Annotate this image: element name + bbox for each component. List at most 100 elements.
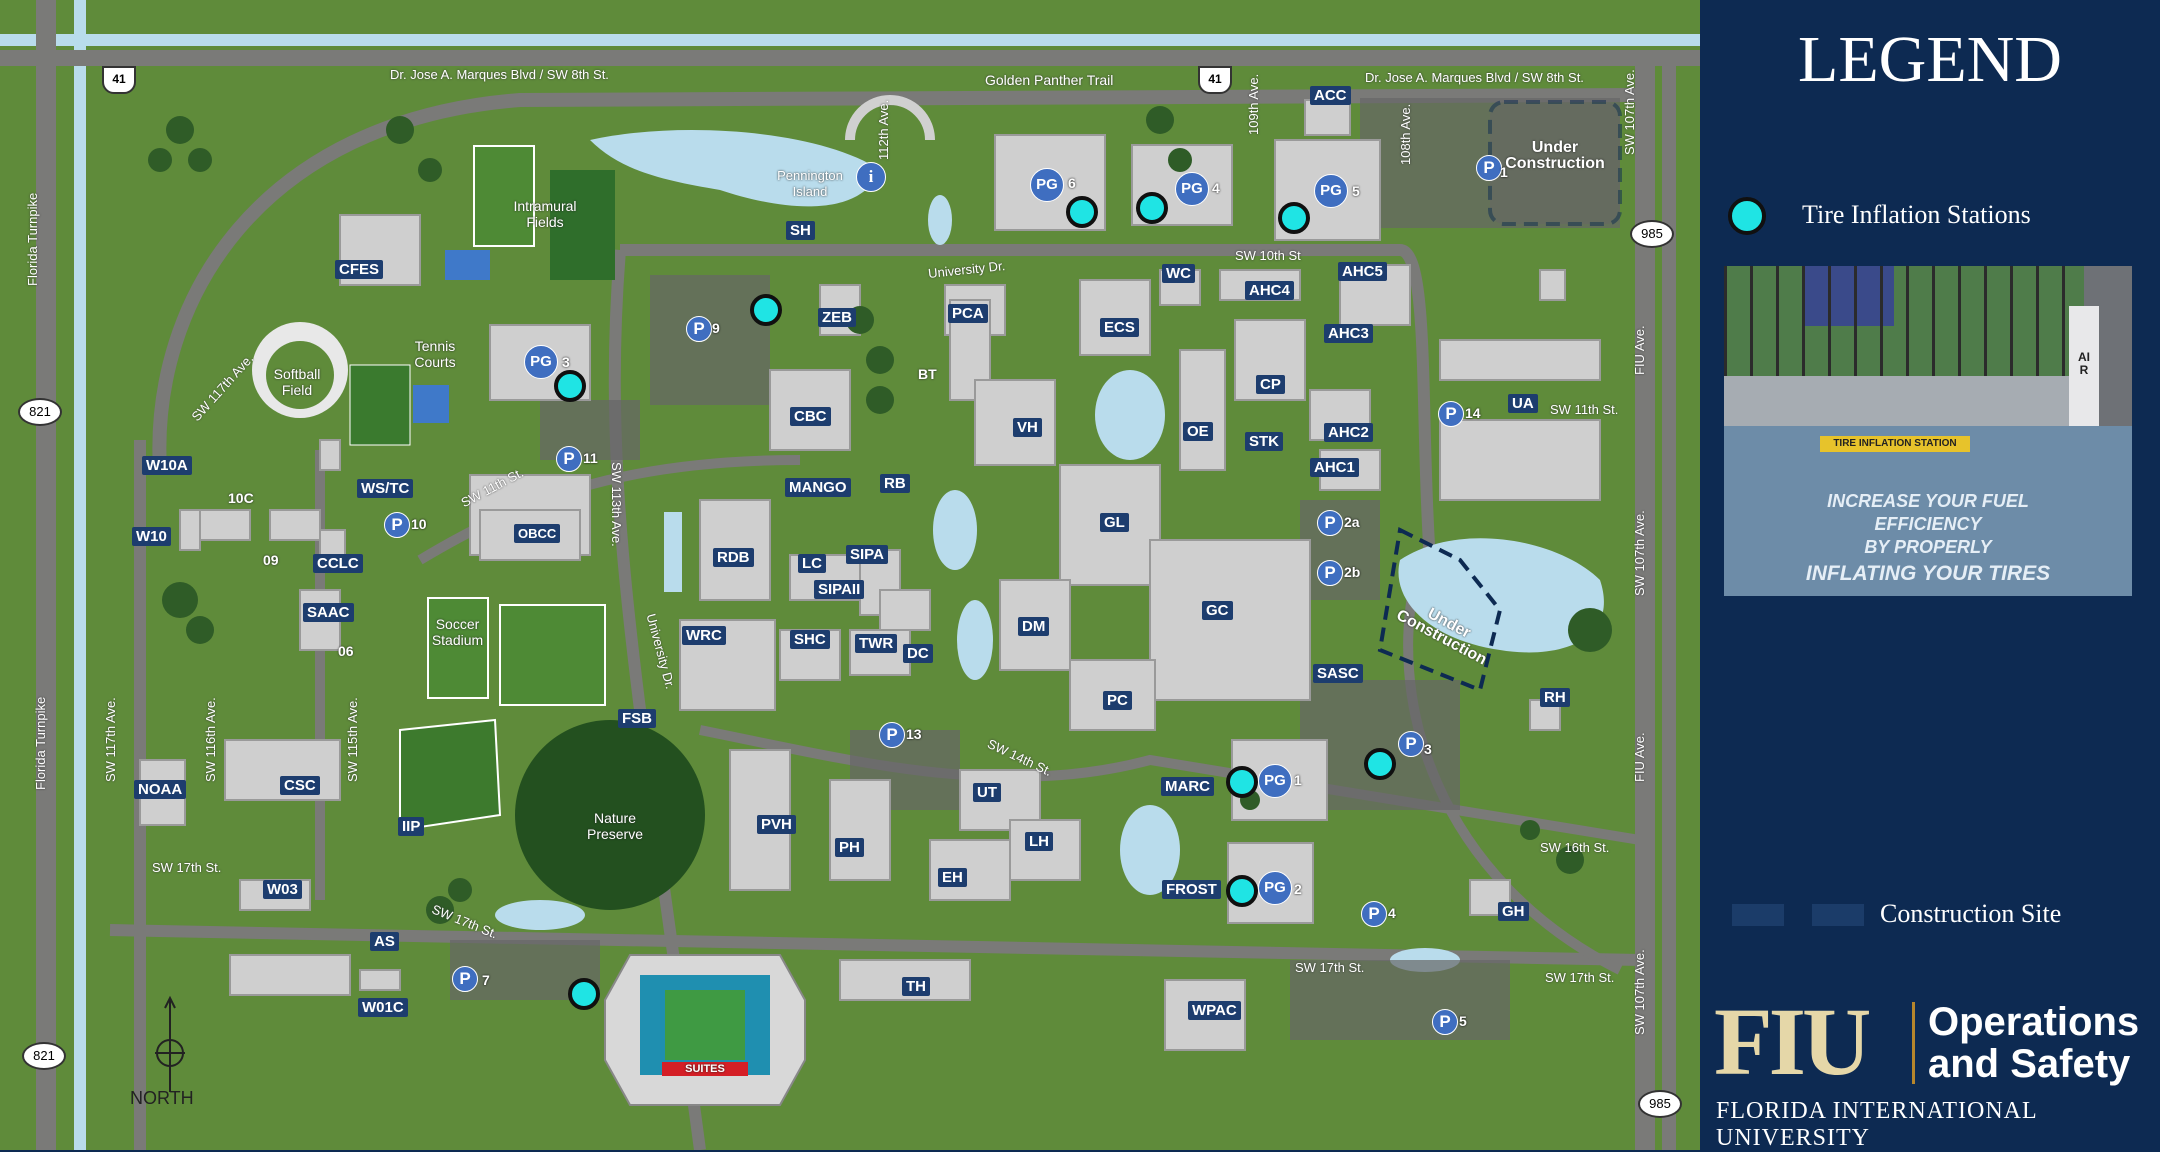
street-label: SW 117th Ave. <box>103 697 118 782</box>
building-label[interactable]: LC <box>798 554 826 573</box>
building-label[interactable]: OE <box>1183 422 1213 441</box>
tire-inflation-station-marker[interactable] <box>1066 196 1098 228</box>
building-label[interactable]: CSC <box>280 776 320 795</box>
parking-garage-icon[interactable]: PG <box>1258 871 1292 905</box>
building-label[interactable]: CCLC <box>313 554 363 573</box>
building-label[interactable]: PH <box>835 838 864 857</box>
building-label[interactable]: AHC2 <box>1324 423 1373 442</box>
building-label[interactable]: DC <box>903 644 933 663</box>
building-label[interactable]: SASC <box>1313 664 1363 683</box>
building-label[interactable]: W10A <box>142 456 192 475</box>
info-icon[interactable]: i <box>856 162 886 192</box>
building-label[interactable]: GC <box>1202 601 1233 620</box>
building-label[interactable]: W10 <box>132 527 171 546</box>
parking-number: 7 <box>482 972 490 988</box>
building-label[interactable]: CBC <box>790 407 831 426</box>
building-label[interactable]: AS <box>370 932 399 951</box>
building-label[interactable]: 06 <box>338 643 354 659</box>
parking-number: 14 <box>1465 405 1481 421</box>
street-label: 109th Ave. <box>1246 73 1261 135</box>
building-label[interactable]: VH <box>1013 418 1042 437</box>
parking-icon[interactable]: P <box>384 512 410 538</box>
building-label[interactable]: WRC <box>682 626 726 645</box>
parking-icon[interactable]: P <box>1398 731 1424 757</box>
parking-icon[interactable]: P <box>452 966 478 992</box>
building-label[interactable]: SAAC <box>303 603 354 622</box>
building-label[interactable]: TH <box>902 977 930 996</box>
tire-inflation-station-marker[interactable] <box>1136 192 1168 224</box>
building-label[interactable]: MANGO <box>785 478 851 497</box>
building-label[interactable]: RH <box>1540 688 1570 707</box>
building-label[interactable]: ZEB <box>818 308 856 327</box>
parking-icon[interactable]: P <box>1432 1009 1458 1035</box>
building-label[interactable]: OBCC <box>514 524 561 543</box>
building-label[interactable]: DM <box>1018 617 1050 636</box>
building-label[interactable]: RB <box>880 474 910 493</box>
building-label[interactable]: ECS <box>1100 318 1139 337</box>
building-label[interactable]: SIPAII <box>814 580 865 599</box>
parking-icon[interactable]: P <box>879 722 905 748</box>
tire-inflation-station-marker[interactable] <box>1278 202 1310 234</box>
building-label[interactable]: ACC <box>1310 86 1351 105</box>
tire-inflation-station-marker[interactable] <box>554 370 586 402</box>
parking-garage-icon[interactable]: PG <box>1314 174 1348 208</box>
photo-text-line: INCREASE YOUR FUEL <box>1827 491 2029 511</box>
parking-icon[interactable]: P <box>1317 510 1343 536</box>
tire-inflation-station-marker[interactable] <box>568 978 600 1010</box>
building-label[interactable]: FROST <box>1162 880 1221 899</box>
building-label[interactable]: AHC5 <box>1338 262 1387 281</box>
building-label[interactable]: GH <box>1498 902 1529 921</box>
building-label[interactable]: UT <box>973 783 1001 802</box>
parking-icon[interactable]: P <box>1476 155 1502 181</box>
building-label[interactable]: MARC <box>1161 777 1214 796</box>
parking-number: 1 <box>1500 164 1508 180</box>
building-label[interactable]: AHC1 <box>1310 458 1359 477</box>
building-label[interactable]: AHC4 <box>1245 281 1294 300</box>
building-label[interactable]: SHC <box>790 630 830 649</box>
building-label[interactable]: EH <box>938 868 967 887</box>
building-label[interactable]: GL <box>1100 513 1129 532</box>
building-label[interactable]: STK <box>1245 432 1283 451</box>
building-label[interactable]: WC <box>1162 264 1195 283</box>
parking-icon[interactable]: P <box>1317 560 1343 586</box>
building-label[interactable]: WS/TC <box>357 479 414 498</box>
building-label[interactable]: W01C <box>358 998 408 1017</box>
building-label[interactable]: CFES <box>335 260 384 279</box>
building-label[interactable]: IIP <box>398 817 425 836</box>
building-label[interactable]: RDB <box>713 548 754 567</box>
building-label[interactable]: PCA <box>948 304 988 323</box>
building-label[interactable]: LH <box>1025 832 1053 851</box>
building-label[interactable]: 10C <box>228 490 254 506</box>
parking-garage-icon[interactable]: PG <box>524 345 558 379</box>
tire-inflation-station-marker[interactable] <box>1364 748 1396 780</box>
building-label[interactable]: SH <box>786 221 815 240</box>
street-label: SW 11th St. <box>1550 402 1619 417</box>
building-label[interactable]: WPAC <box>1188 1001 1241 1020</box>
building-label[interactable]: 09 <box>263 552 279 568</box>
parking-garage-icon[interactable]: PG <box>1030 168 1064 202</box>
building-label[interactable]: UA <box>1508 394 1538 413</box>
tire-inflation-station-marker[interactable] <box>1226 766 1258 798</box>
parking-garage-icon[interactable]: PG <box>1175 172 1209 206</box>
route-985-oval: 985 <box>1638 1090 1682 1118</box>
building-label[interactable]: NOAA <box>134 780 187 799</box>
softball-field-label: Softball Field <box>273 366 321 398</box>
street-label: Golden Panther Trail <box>985 72 1114 88</box>
building-label[interactable]: W03 <box>263 880 302 899</box>
parking-icon[interactable]: P <box>1438 401 1464 427</box>
tire-inflation-station-marker[interactable] <box>1226 875 1258 907</box>
parking-icon[interactable]: P <box>686 316 712 342</box>
building-label[interactable]: PC <box>1103 691 1132 710</box>
building-label[interactable]: AHC3 <box>1324 324 1373 343</box>
parking-garage-icon[interactable]: PG <box>1258 764 1292 798</box>
campus-map[interactable]: 41 41 821 821 985 985 Dr. Jose A. Marque… <box>0 0 1700 1150</box>
building-label[interactable]: CP <box>1256 375 1285 394</box>
tire-inflation-station-marker[interactable] <box>750 294 782 326</box>
building-label[interactable]: BT <box>918 366 937 382</box>
parking-icon[interactable]: P <box>556 446 582 472</box>
parking-icon[interactable]: P <box>1361 901 1387 927</box>
building-label[interactable]: PVH <box>757 815 796 834</box>
building-label[interactable]: TWR <box>855 634 898 653</box>
building-label[interactable]: SIPA <box>846 545 888 564</box>
building-label[interactable]: FSB <box>618 709 656 728</box>
